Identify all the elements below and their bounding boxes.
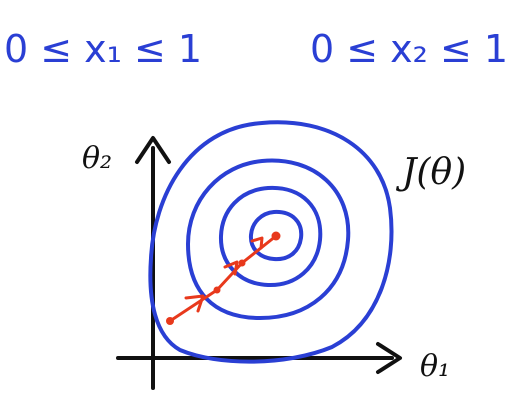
x-axis-label: θ₁ [420,349,450,384]
left-constraint-text: 0 ≤ x₁ ≤ 1 [4,27,202,71]
descent-path-line [168,234,278,323]
descent-arrowhead-1 [184,294,205,313]
descent-point-minimum [271,231,281,241]
descent-arrowhead-2 [223,260,239,276]
function-label: J(θ) [395,152,466,193]
axes [116,136,402,390]
contour-lines [148,120,394,364]
x-axis-arrowhead [376,342,402,374]
descent-points [166,231,281,325]
contour-ring-second [218,185,323,288]
contour-ring-inner [248,209,304,262]
descent-point-start [166,317,174,325]
y-axis-arrowhead [135,136,171,164]
descent-point [238,259,246,267]
descent-point [213,286,221,294]
contour-ring-outer [148,120,394,364]
descent-path [168,234,278,323]
right-constraint-text: 0 ≤ x₂ ≤ 1 [310,27,508,71]
contour-ring-third [186,158,351,320]
y-axis-label: θ₂ [82,141,112,176]
descent-arrowhead-3 [250,236,264,250]
